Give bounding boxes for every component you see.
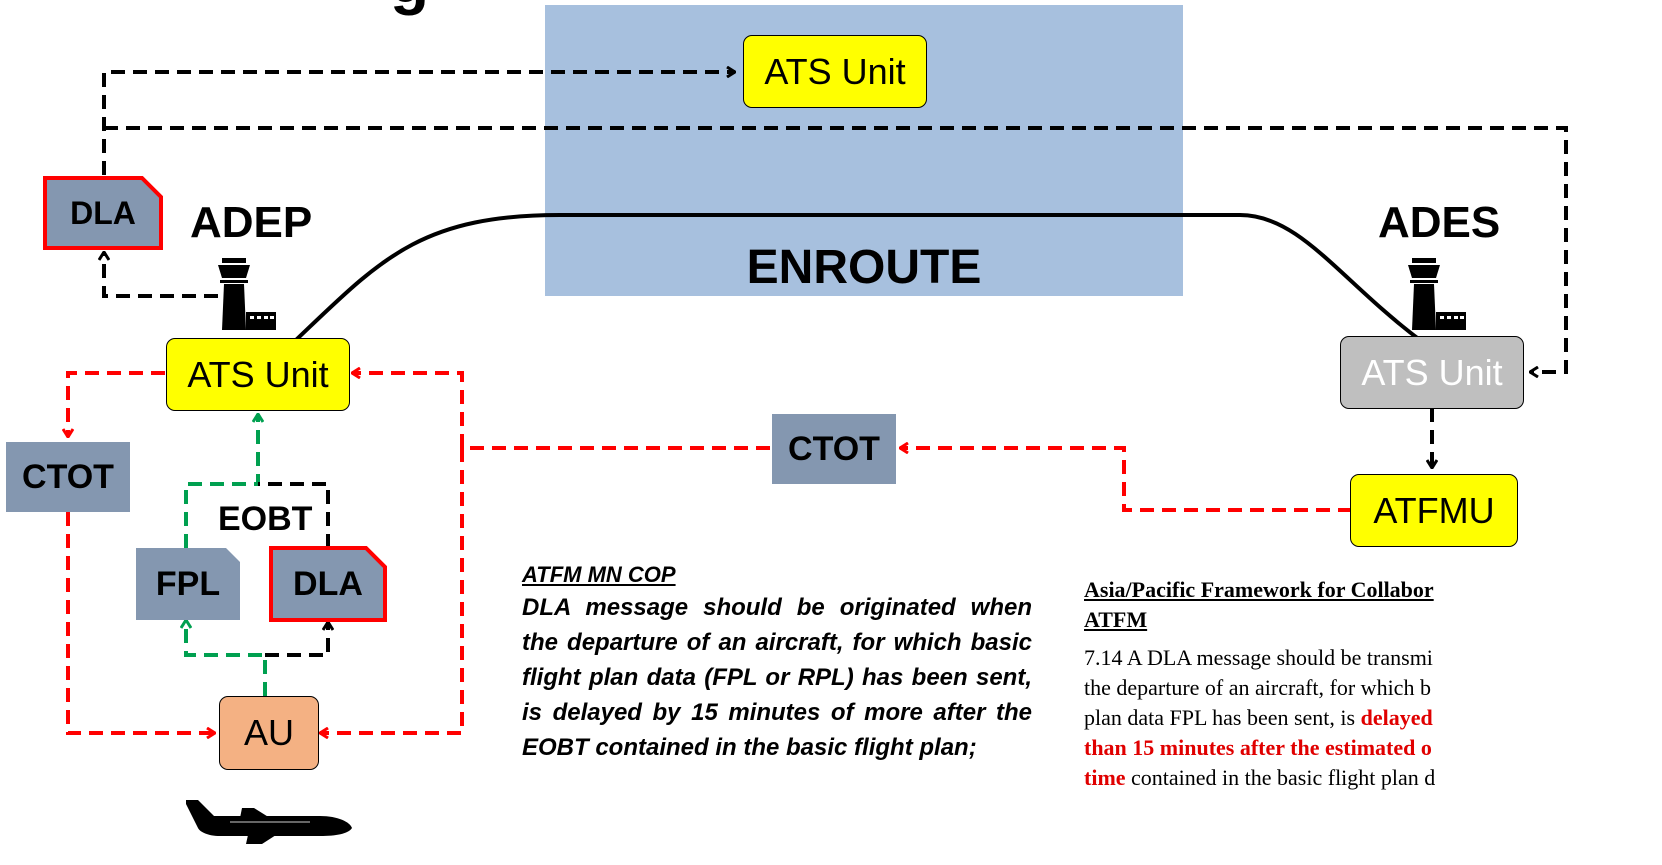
cop-note: ATFM MN COP DLA message should be origin…	[522, 560, 1032, 765]
fpl-to-ats-adep-arrow	[184, 414, 258, 548]
dla-to-ats-top-arrow	[102, 72, 735, 175]
au-to-dla-arrow	[265, 622, 328, 657]
framework-text-line3b: delayed	[1360, 705, 1433, 730]
framework-text-line5b: contained in the basic flight plan d	[1125, 765, 1436, 790]
dla-to-ats-adep-arrow	[258, 482, 330, 548]
framework-text-line1: 7.14 A DLA message should be transmi	[1084, 645, 1433, 670]
framework-text-line3a: plan data FPL has been sent, is	[1084, 705, 1361, 730]
ctot-to-ats-adep-arrow	[352, 373, 770, 450]
framework-header-line1: Asia/Pacific Framework for Collabor	[1084, 577, 1434, 602]
adep-label: ADEP	[190, 198, 313, 247]
au-to-fpl-arrow	[186, 620, 267, 696]
ctot-left: CTOT	[6, 442, 130, 512]
cop-note-header: ATFM MN COP	[522, 562, 676, 587]
tower-to-dla-arrow	[104, 252, 218, 298]
cop-note-body: DLA message should be originated when th…	[522, 594, 1032, 761]
framework-text-line5a: time	[1084, 765, 1126, 790]
framework-header-line2: ATFM	[1084, 607, 1148, 632]
control-tower-icon	[218, 258, 276, 330]
eobt-label: EOBT	[218, 500, 313, 538]
ats-adep-to-ctot-arrow	[68, 371, 165, 437]
framework-text-line4: than 15 minutes after the estimated o	[1084, 735, 1432, 760]
ctot-middle: CTOT	[772, 414, 896, 484]
dla-top-label: DLA	[70, 194, 136, 231]
framework-text-line3: plan data FPL has been sent, is delayed	[1084, 703, 1662, 733]
ats-unit-adep[interactable]: ATS Unit	[166, 338, 350, 411]
framework-text-line5: time contained in the basic flight plan …	[1084, 763, 1662, 793]
control-tower-icon	[1408, 258, 1466, 330]
title-fragment: g	[390, 0, 429, 12]
dla-to-ats-ades-arrow	[104, 126, 1568, 372]
ctot-to-au-arrow	[320, 448, 464, 733]
ades-label: ADES	[1378, 198, 1501, 247]
framework-note: Asia/Pacific Framework for Collabor ATFM…	[1084, 575, 1662, 793]
framework-text-line2: the departure of an aircraft, for which …	[1084, 675, 1431, 700]
aircraft-icon	[186, 800, 352, 844]
ats-unit-top[interactable]: ATS Unit	[743, 35, 927, 108]
fpl-label: FPL	[155, 564, 221, 603]
fpl-shape	[136, 548, 240, 620]
dla-bottom-shape	[269, 546, 387, 622]
atfmu-node[interactable]: ATFMU	[1350, 474, 1518, 547]
dla-bottom-label: DLA	[293, 564, 363, 603]
flight-path	[294, 213, 1422, 342]
ats-unit-ades[interactable]: ATS Unit	[1340, 336, 1524, 409]
dla-top-shape	[43, 176, 163, 250]
au-node[interactable]: AU	[219, 696, 319, 770]
enroute-label: ENROUTE	[746, 241, 982, 294]
ctot-left-to-au-arrow	[66, 512, 215, 733]
atfmu-to-ctot-arrow	[900, 448, 1352, 512]
